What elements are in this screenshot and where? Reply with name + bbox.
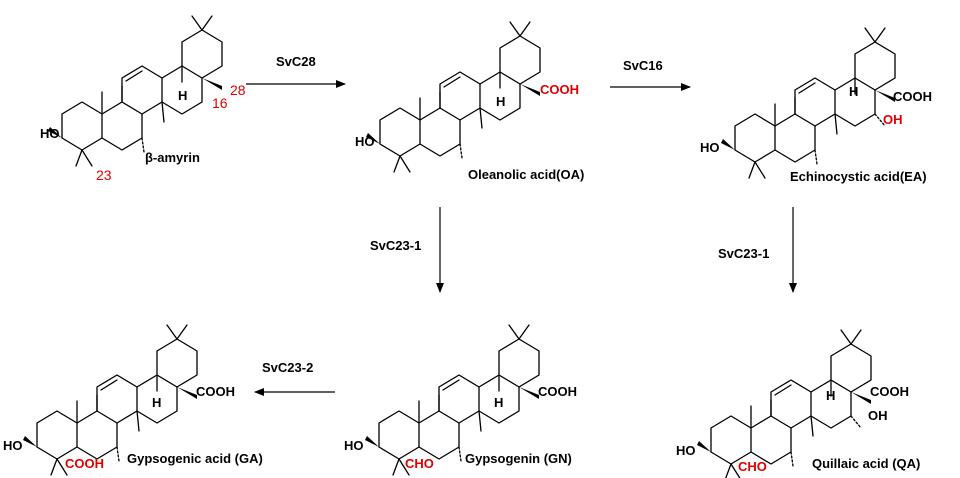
beta-amyrin-structure [47,15,223,167]
carbon-16-label: 16 [212,95,228,111]
enzyme-svc28: SvC28 [276,54,316,69]
compound-oleanolic-acid: Oleanolic acid(OA) [468,167,584,182]
oh-label-3: OH [883,112,903,127]
cooh-label-5: COOH [870,384,909,399]
enzyme-svc16: SvC16 [623,58,663,73]
h-label-6: H [152,395,161,410]
cooh-label-3: COOH [893,89,932,104]
ho-label-6: HO [3,438,23,453]
quillaic-acid-structure [696,329,872,478]
cooh-label-6: COOH [196,384,235,399]
cooh-label-2: COOH [540,82,579,97]
echinocystic-acid-structure [720,27,896,179]
cooh-label-4: COOH [538,384,577,399]
h-label-1: H [178,88,187,103]
h-label-3: H [849,84,858,99]
compound-echinocystic-acid: Echinocystic acid(EA) [790,169,927,184]
cooh-label-6b: COOH [65,456,104,471]
ho-label-2: HO [355,134,375,149]
cho-label-5: CHO [738,459,767,474]
compound-gypsogenic-acid: Gypsogenic acid (GA) [127,451,263,466]
carbon-28-label: 28 [230,82,246,98]
oleanolic-acid-structure [365,21,541,173]
ho-label-5: HO [676,443,696,458]
compound-gypsogenin: Gypsogenin (GN) [465,451,572,466]
carbon-23-label: 23 [96,167,112,183]
enzyme-svc23-1-middle: SvC23-1 [370,238,421,253]
ho-label-4: HO [344,438,364,453]
enzyme-svc23-1-right: SvC23-1 [718,246,769,261]
oh-label-5: OH [868,408,888,423]
cho-label-4: CHO [405,456,434,471]
ho-label-1: HO [40,126,60,141]
h-label-2: H [496,94,505,109]
compound-quillaic-acid: Quillaic acid (QA) [812,456,920,471]
enzyme-svc23-2: SvC23-2 [262,360,313,375]
h-label-4: H [494,395,503,410]
h-label-5: H [826,388,835,403]
ho-label-3: HO [700,140,720,155]
compound-beta-amyrin: β-amyrin [145,150,200,165]
